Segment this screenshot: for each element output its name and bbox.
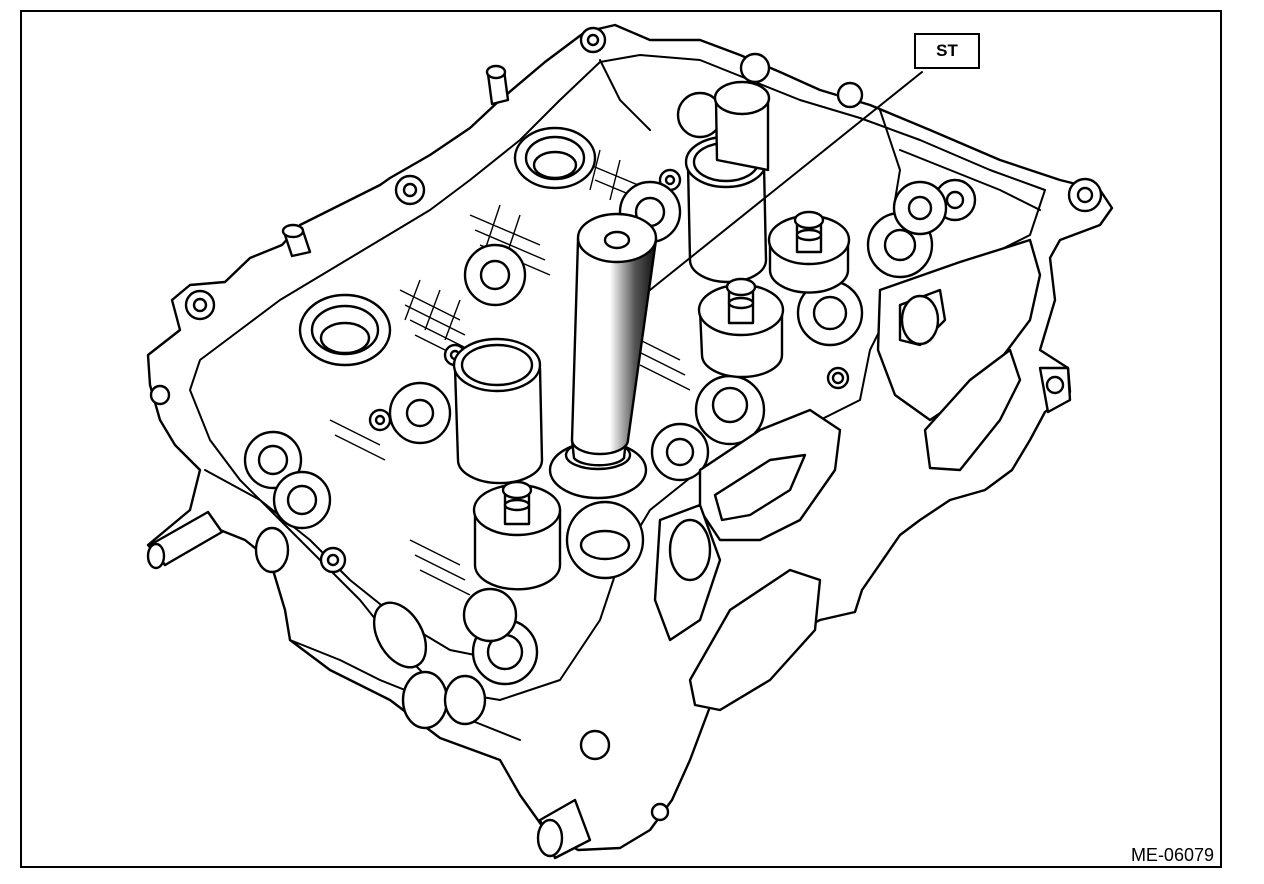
- valve-bosses: [243, 52, 948, 686]
- rear-ledge: [899, 149, 1041, 211]
- valve-spring-2: [697, 277, 785, 379]
- valve-spring-1: [472, 480, 562, 591]
- valve-lifter-1: [452, 337, 544, 485]
- port-side: [653, 238, 1042, 712]
- spark-plug-well-front: [298, 293, 392, 367]
- callout-label-st: ST: [914, 33, 980, 69]
- figure-code: ME-06079: [1130, 845, 1214, 865]
- lower-ledge: [204, 469, 501, 661]
- valve-spring-3: [767, 210, 851, 294]
- dowel-pins: [146, 64, 1072, 860]
- lower-face: [254, 526, 487, 730]
- callout-leader-line: [649, 71, 923, 291]
- valve-lifter-3: [713, 80, 771, 172]
- special-tool-st: [548, 212, 658, 500]
- rear-wall: [879, 109, 901, 201]
- bolt-holes: [184, 26, 1103, 822]
- front-wall: [599, 59, 651, 131]
- spark-plug-well-rear: [513, 126, 597, 190]
